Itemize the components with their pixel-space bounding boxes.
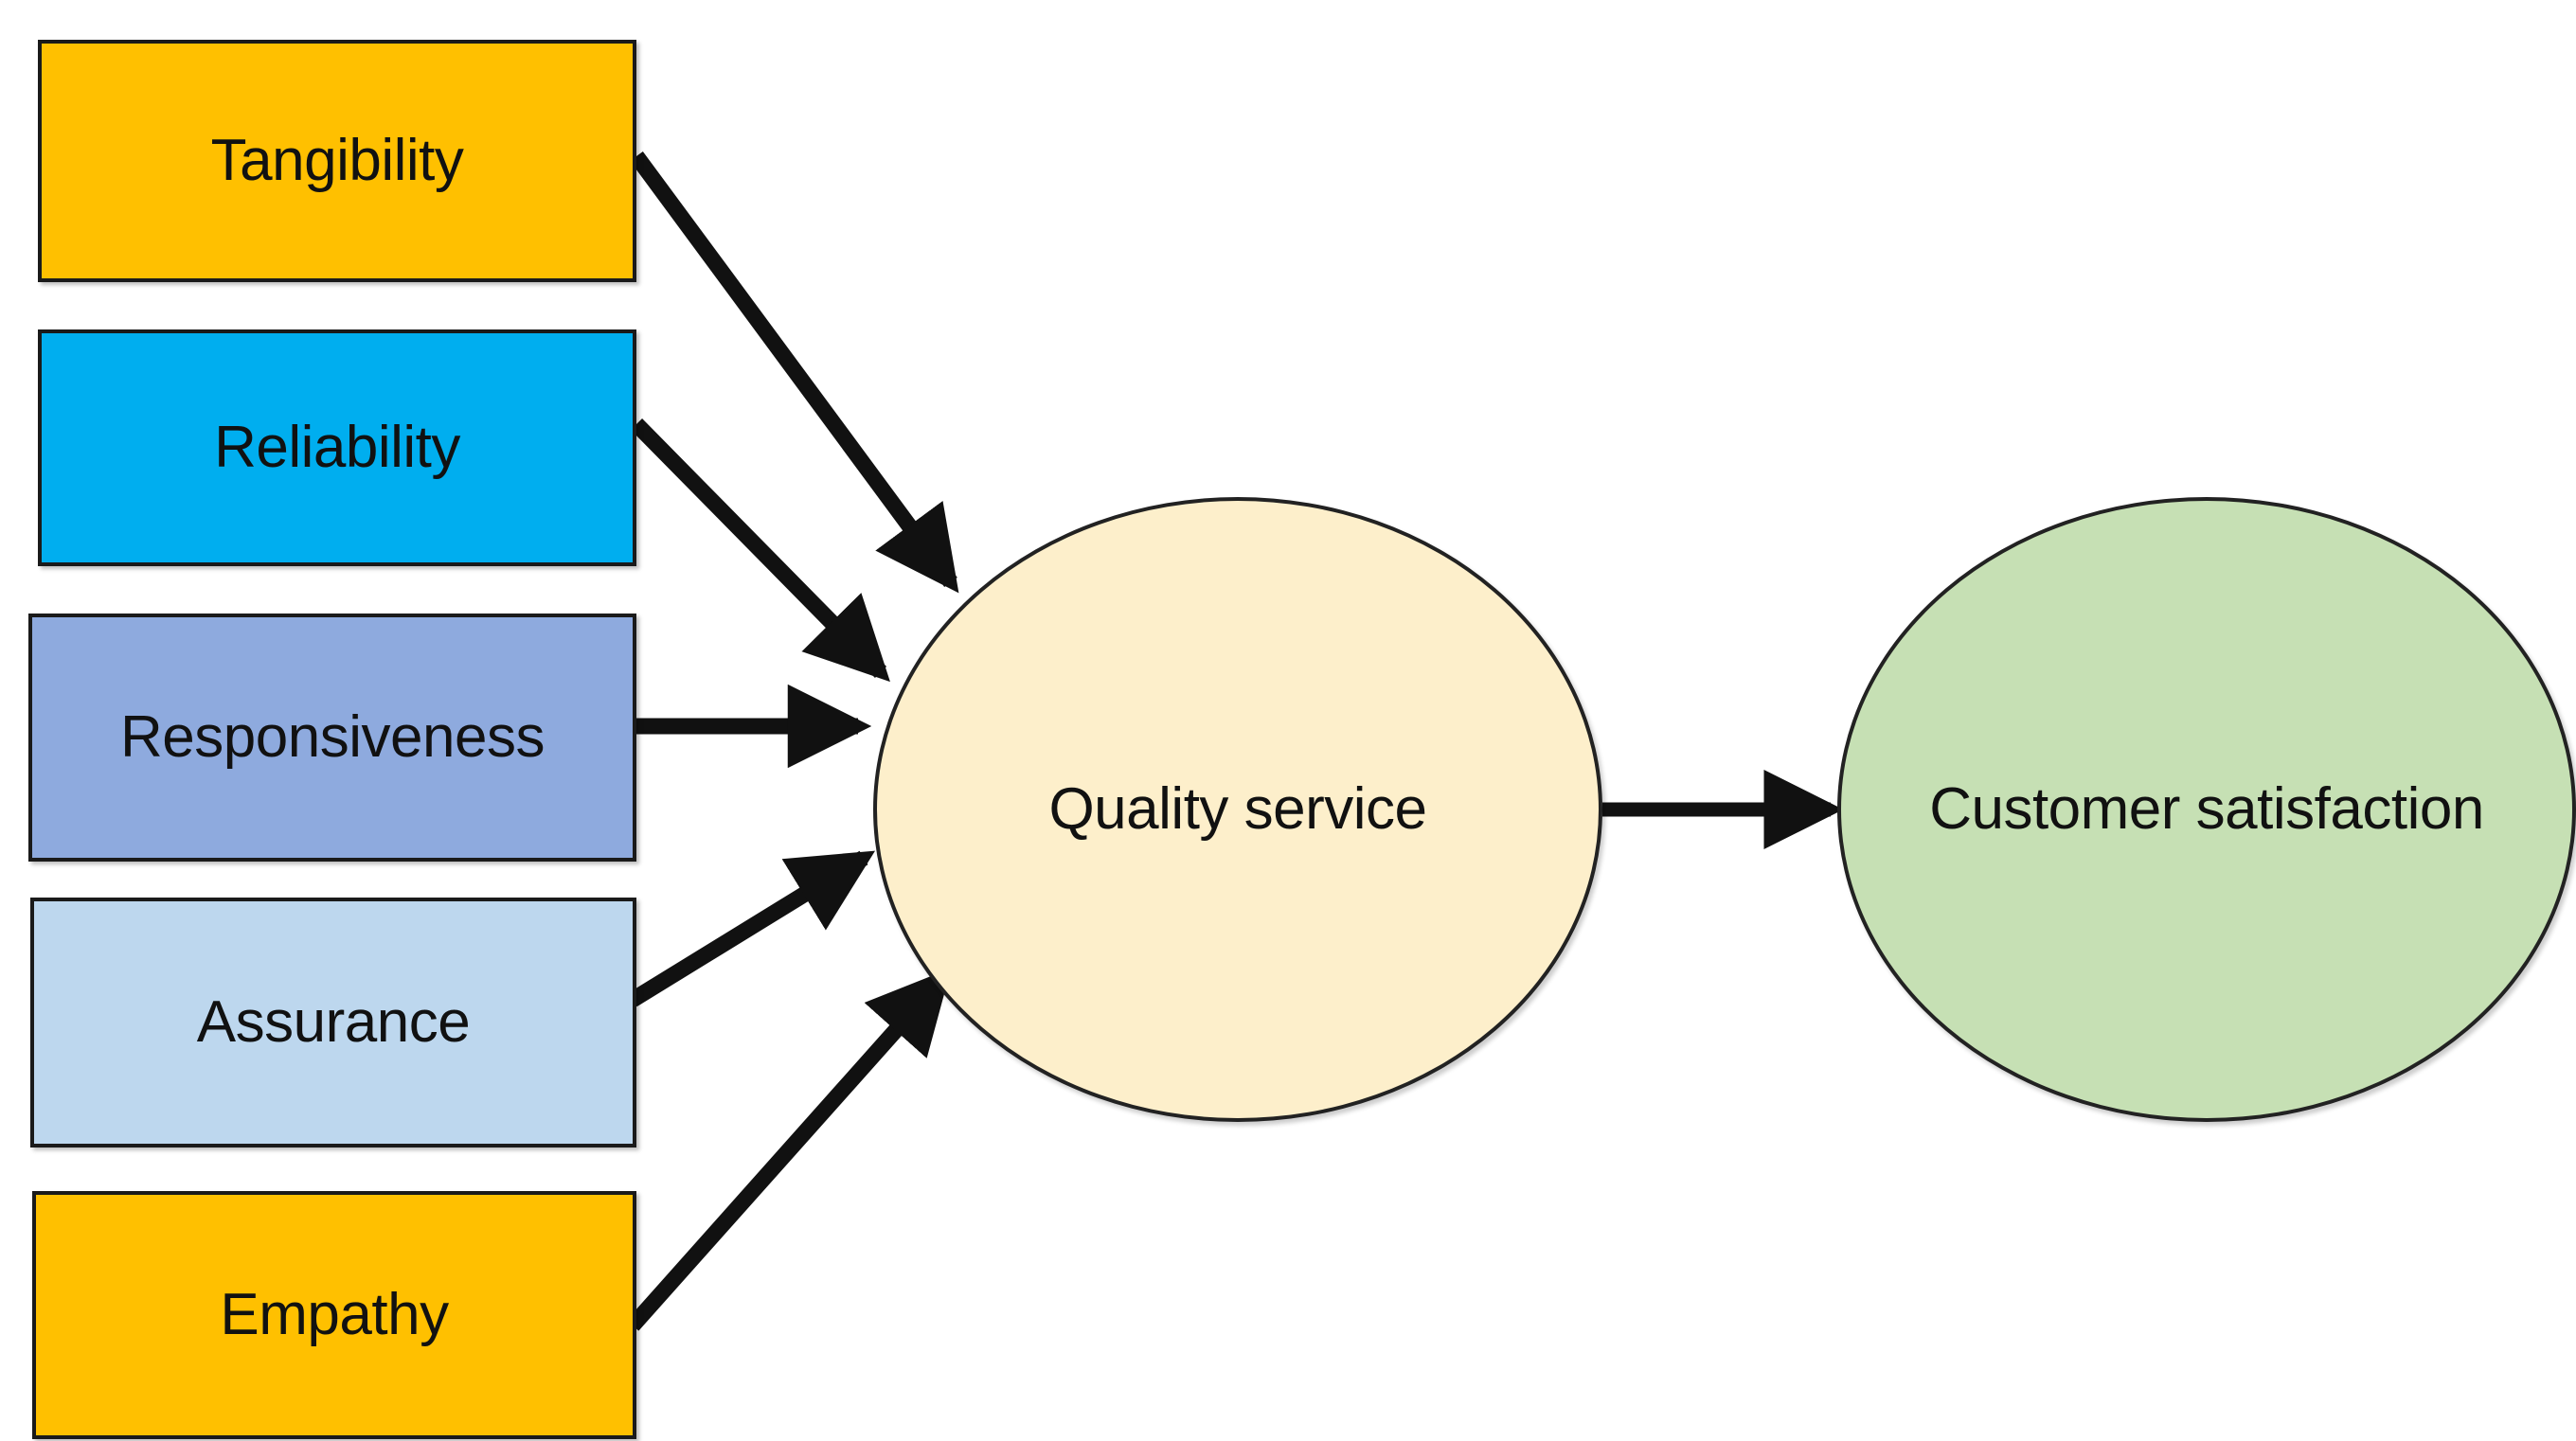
node-reliability-label: Reliability — [214, 415, 460, 480]
node-customer-satisfaction[interactable]: Customer satisfaction — [1837, 497, 2576, 1122]
node-customer-satisfaction-label: Customer satisfaction — [1929, 776, 2484, 842]
node-reliability[interactable]: Reliability — [38, 329, 636, 566]
arrow-empathy-to-quality — [626, 968, 952, 1331]
arrow-assurance-to-quality — [628, 850, 876, 1007]
node-quality-service[interactable]: Quality service — [873, 497, 1602, 1122]
node-assurance-label: Assurance — [196, 989, 471, 1055]
arrow-reliability-to-quality — [630, 418, 890, 683]
node-assurance[interactable]: Assurance — [30, 898, 636, 1147]
node-quality-service-label: Quality service — [1048, 776, 1427, 842]
node-empathy-label: Empathy — [220, 1282, 449, 1347]
arrow-tangibility-to-quality — [630, 151, 959, 594]
node-empathy[interactable]: Empathy — [32, 1191, 636, 1439]
node-tangibility[interactable]: Tangibility — [38, 40, 636, 282]
node-responsiveness[interactable]: Responsiveness — [28, 614, 636, 862]
node-responsiveness-label: Responsiveness — [120, 704, 545, 770]
node-tangibility-label: Tangibility — [210, 128, 464, 193]
